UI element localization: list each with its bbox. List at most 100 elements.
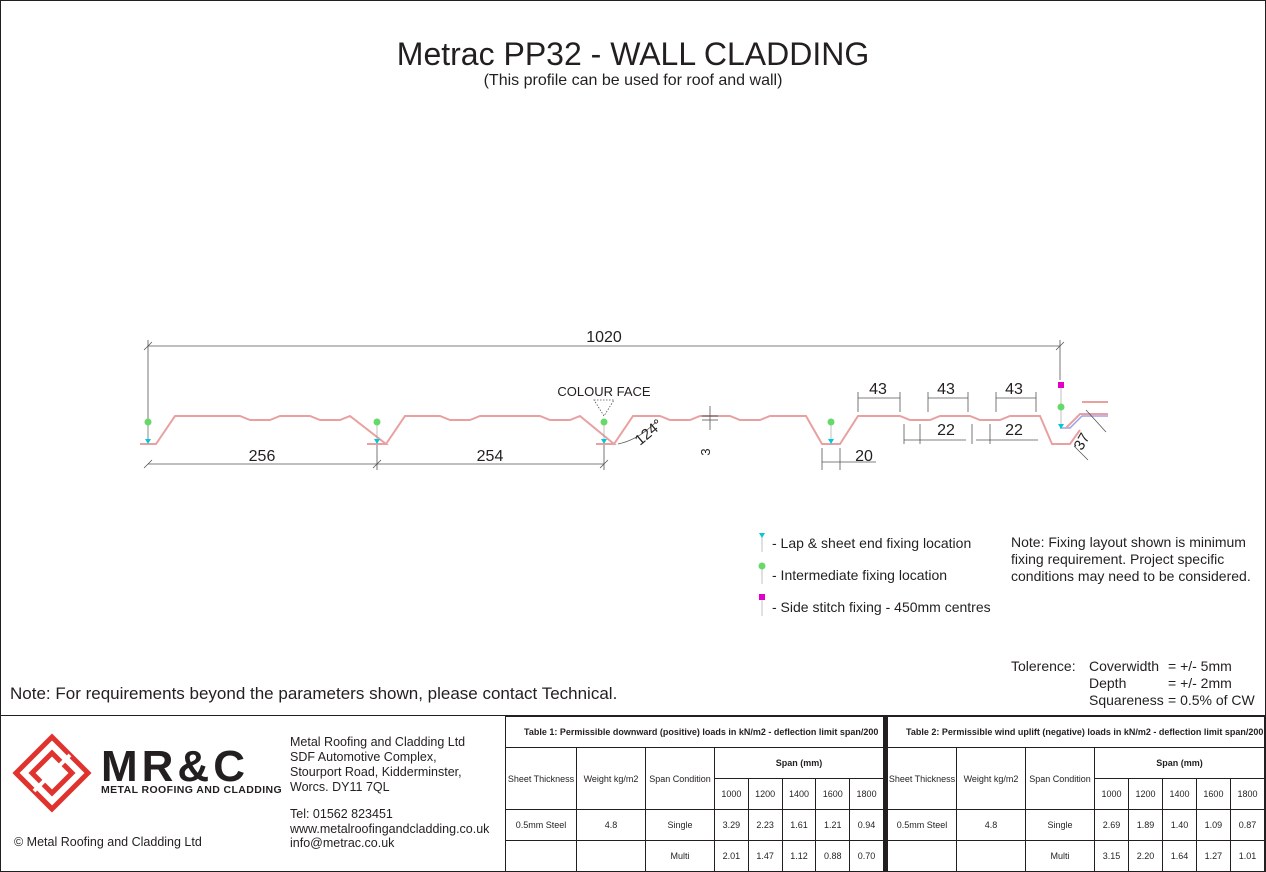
intermediate-marker	[373, 418, 381, 426]
tolerance-value: = 0.5% of CW	[1168, 692, 1255, 708]
table-divider	[883, 716, 887, 872]
table-cell: 0.94	[849, 809, 884, 841]
legend-lap-icon	[759, 533, 765, 538]
table-cell: 0.87	[1229, 809, 1266, 841]
copyright-text: © Metal Roofing and Cladding Ltd	[14, 835, 202, 849]
dim-pitch-1-label: 256	[249, 448, 276, 465]
table-cell: 4.8	[956, 809, 1026, 841]
lap-marker	[145, 439, 151, 444]
span-header: 1400	[781, 778, 817, 810]
colour-face-label: COLOUR FACE	[557, 384, 651, 399]
legend-side-stitch-text: - Side stitch fixing - 450mm centres	[772, 599, 991, 615]
table-cell: 1.40	[1161, 809, 1197, 841]
table-header: Weight kg/m2	[956, 747, 1026, 810]
dim-trough-label: 20	[855, 448, 873, 465]
load-table-downward: Table 1: Permissible downward (positive)…	[505, 716, 884, 872]
intermediate-marker	[144, 418, 152, 426]
dim-top-1-label: 43	[869, 381, 887, 398]
table-header: Span (mm)	[714, 747, 884, 779]
span-header: 1000	[1094, 778, 1129, 810]
span-header: 1000	[714, 778, 749, 810]
table-cell: 0.5mm Steel	[887, 809, 957, 841]
table-cell: 1.21	[815, 809, 851, 841]
table-row: 0.5mm Steel 4.8 Single 2.69 1.89 1.40 1.…	[887, 809, 1266, 841]
drawing-subtitle: (This profile can be used for roof and w…	[483, 72, 783, 89]
intermediate-marker	[827, 418, 835, 426]
span-header: 1200	[1127, 778, 1163, 810]
table-cell: 1.12	[781, 840, 817, 872]
table-cell: 1.09	[1195, 809, 1231, 841]
span-header: 1200	[747, 778, 783, 810]
table-cell: 2.23	[747, 809, 783, 841]
table-row: Multi 3.15 2.20 1.64 1.27 1.01	[887, 840, 1266, 872]
tolerance-value: = +/- 5mm	[1168, 658, 1232, 674]
angle-label: 124°	[632, 416, 667, 449]
table-cell: Multi	[1025, 840, 1095, 872]
table-cell: 1.27	[1195, 840, 1231, 872]
table-cell: Single	[645, 809, 715, 841]
side-stitch-marker	[1058, 382, 1064, 388]
logo-wordmark: MR&C	[101, 742, 249, 791]
lap-marker	[828, 439, 834, 444]
table-cell	[505, 840, 577, 872]
dim-top-2-label: 43	[937, 381, 955, 398]
tolerance-label: Coverwidth	[1089, 658, 1160, 674]
table-caption: Table 1: Permissible downward (positive)…	[505, 716, 884, 748]
fixing-markers	[144, 382, 1065, 444]
table-caption: Table 2: Permissible wind uplift (negati…	[887, 716, 1265, 748]
dim-flat-2-label: 22	[1005, 422, 1023, 439]
legend-side-stitch-icon	[759, 594, 765, 600]
table-row: 0.5mm Steel 4.8 Single 3.29 2.23 1.61 1.…	[505, 809, 884, 841]
table-row: Multi 2.01 1.47 1.12 0.88 0.70	[505, 840, 884, 872]
angle-arc	[617, 421, 657, 445]
dim-flat-1-label: 22	[937, 422, 955, 439]
intermediate-marker	[600, 418, 608, 426]
phone-text: Tel: 01562 823451	[290, 807, 393, 821]
table-cell	[887, 840, 957, 872]
colour-face-arrow	[593, 399, 615, 417]
table-header: Sheet Thickness	[887, 747, 957, 810]
logo-mark	[12, 733, 92, 813]
table-cell	[576, 840, 646, 872]
table-cell: Multi	[645, 840, 715, 872]
lap-marker	[374, 439, 380, 444]
table-cell: 2.69	[1094, 809, 1129, 841]
address-line: Metal Roofing and Cladding Ltd	[290, 735, 466, 749]
load-table-uplift: Table 2: Permissible wind uplift (negati…	[887, 716, 1266, 872]
tolerance-label: Squareness	[1089, 692, 1164, 708]
table-cell: 1.89	[1127, 809, 1163, 841]
tolerance-value: = +/- 2mm	[1168, 675, 1232, 691]
table-header: Span (mm)	[1094, 747, 1265, 779]
technical-note: Note: For requirements beyond the parame…	[10, 684, 618, 703]
table-cell: 4.8	[576, 809, 646, 841]
table-cell: 2.01	[714, 840, 749, 872]
tolerance-title: Tolerence:	[1011, 658, 1076, 674]
legend-intermediate-text: - Intermediate fixing location	[772, 567, 948, 583]
table-cell: 3.29	[714, 809, 749, 841]
table-cell: 0.70	[849, 840, 884, 872]
lap-profile-line	[1060, 415, 1108, 429]
address-line: SDF Automotive Complex,	[290, 750, 437, 764]
table-cell: 2.20	[1127, 840, 1163, 872]
company-contact: Tel: 01562 823451 www.metalroofingandcla…	[290, 807, 489, 851]
table-cell	[956, 840, 1026, 872]
dim-lap-label: 37	[1071, 430, 1094, 453]
website-link[interactable]: www.metalroofingandcladding.co.uk	[290, 821, 490, 836]
footer-divider	[0, 715, 1266, 716]
table-cell: Single	[1025, 809, 1095, 841]
address-line: Stourport Road, Kidderminster,	[290, 765, 462, 779]
table-header: Weight kg/m2	[576, 747, 646, 810]
email-link[interactable]: info@metrac.co.uk	[290, 836, 395, 850]
profile-drawing: 1020 256 254 COLOUR FACE 124° 3	[140, 329, 1108, 616]
table-cell: 1.64	[1161, 840, 1197, 872]
dim-top-3-label: 43	[1005, 381, 1023, 398]
lap-marker	[601, 439, 607, 444]
legend-intermediate-icon	[758, 562, 766, 570]
table-cell: 3.15	[1094, 840, 1129, 872]
intermediate-marker	[1057, 403, 1065, 411]
profile-line	[140, 414, 1081, 445]
table-header: Sheet Thickness	[505, 747, 577, 810]
tolerance-label: Depth	[1089, 675, 1127, 691]
depth-small-label: 3	[698, 448, 713, 455]
table-cell: 1.47	[747, 840, 783, 872]
